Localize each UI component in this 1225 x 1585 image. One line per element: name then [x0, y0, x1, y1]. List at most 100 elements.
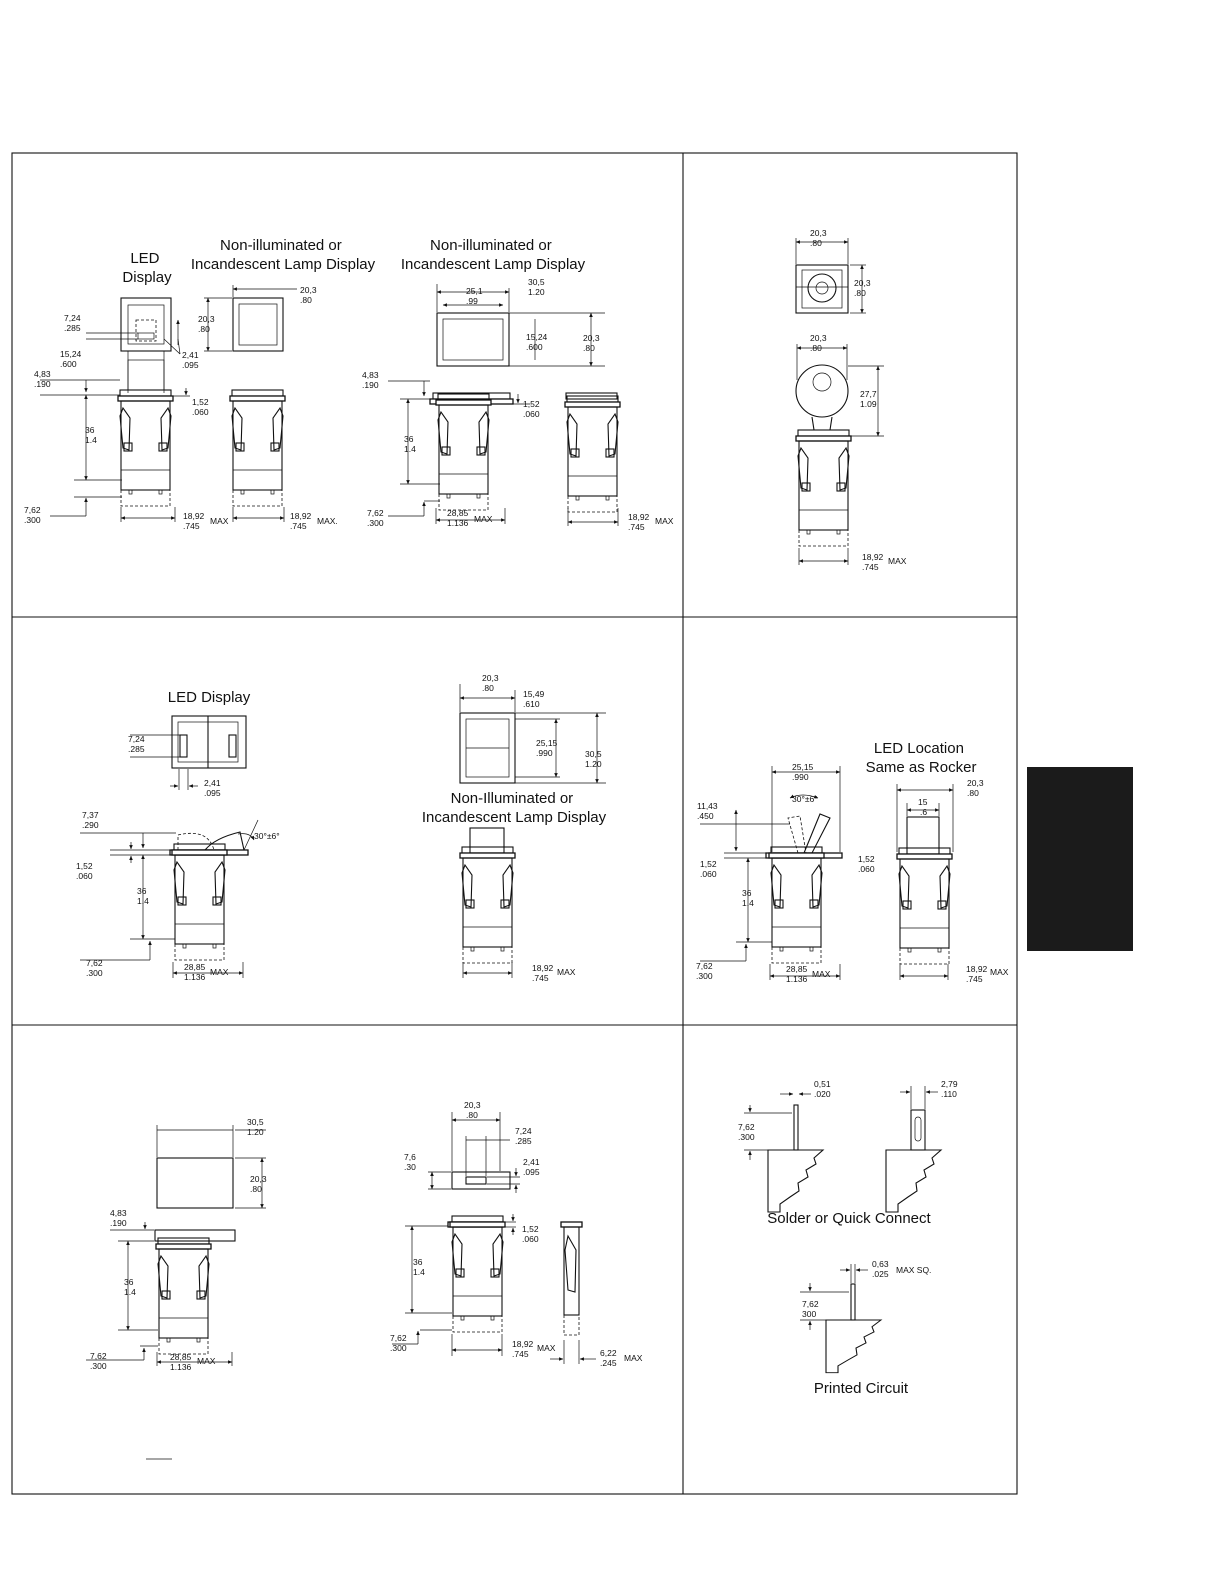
- dim-4-83-b: 4,83.190: [362, 370, 379, 390]
- panel-terminals: 0,51.020 7,62.300 2,79.110 Solder or Qui…: [738, 1079, 958, 1397]
- rocker-side-view: [80, 819, 259, 978]
- dim-15-49: 15,49.610: [523, 689, 545, 709]
- led-display-top-view: [86, 297, 181, 393]
- heading-printed-circuit: Printed Circuit: [814, 1380, 909, 1397]
- heading-led-display-2: LED Display: [168, 689, 251, 706]
- dim-1-52-b: 1,52.060: [523, 399, 540, 419]
- dim-15-24: 15,24.600: [60, 349, 82, 369]
- dim-2-41: 2,41.095: [182, 350, 199, 370]
- dim-snap-7-24: 7,24.285: [515, 1126, 532, 1146]
- bezel-cap-view: [156, 1125, 266, 1209]
- dim-25-1: 25,1.99: [466, 286, 483, 306]
- dim-20-3-side: 20,3.80: [854, 278, 871, 298]
- dim-7-37: 7,37.290: [82, 810, 99, 830]
- dim-18-92-a: 18,92.745 MAX: [183, 511, 229, 531]
- dim-rocker-angle: 30°±6°: [254, 831, 280, 841]
- heading-led-display: LED Display: [122, 250, 172, 286]
- heading-led-location: LED Location Same as Rocker: [866, 740, 977, 776]
- dim-rocker-20-3: 20,3.80: [482, 673, 499, 693]
- heading-solder-quick-connect: Solder or Quick Connect: [767, 1210, 931, 1227]
- dim-term-2-79: 2,79.110: [941, 1079, 958, 1099]
- dim-snap-1-52: 1,52.060: [522, 1224, 539, 1244]
- snap-edge-view: [550, 1221, 596, 1364]
- paddle-side-view: [700, 766, 843, 980]
- dim-bezel-20-3: 20,3.80: [250, 1174, 267, 1194]
- dim-rocker-7-62: 7,62.300: [86, 958, 103, 978]
- dim-paddle-7-62: 7,62.300: [696, 961, 713, 981]
- dim-18-92-b: 18,92.745 MAX.: [290, 511, 338, 531]
- dim-20-3-o: 20,3.80: [583, 333, 600, 353]
- dim-7-62-b: 7,62.300: [367, 508, 384, 528]
- dim-paddle-15: 15.6: [918, 797, 928, 817]
- snap-led-top-view: [428, 1112, 520, 1193]
- rocker-nonillum-side-view: [459, 827, 516, 978]
- square-display-top-view: [204, 285, 297, 352]
- quick-connect-terminal: [885, 1086, 942, 1213]
- section-tab: [1027, 767, 1133, 951]
- dim-term-0-63: 0,63.025 MAX SQ.: [872, 1259, 931, 1279]
- dim-snap-18-92: 18,92.745 MAX: [512, 1339, 556, 1359]
- dim-rocker-2-41: 2,41.095: [204, 778, 221, 798]
- dim-term-7-62: 7,62.300: [738, 1122, 755, 1142]
- panel-rocker-displays: LED Display 7,24.285 2,41.095: [76, 673, 607, 983]
- dim-rocker-18-92: 18,92.745 MAX: [532, 963, 576, 983]
- heading-nonillum-2: Non-illuminated or Incandescent Lamp Dis…: [401, 237, 586, 273]
- dim-snap-20-3: 20,3.80: [464, 1100, 481, 1120]
- rectangle-display-top-view: [436, 284, 605, 367]
- heading-nonillum-1: Non-illuminated or Incandescent Lamp Dis…: [191, 237, 376, 273]
- dim-18-92-key: 18,92.745 MAX: [862, 552, 907, 572]
- dim-bezel-4-83: 4,83.190: [110, 1208, 127, 1228]
- dim-paddle-25-15: 25,15.990: [792, 762, 814, 782]
- heading-nonillum-3: Non-Illuminated or Incandescent Lamp Dis…: [422, 790, 607, 826]
- switch-side-view-1: [40, 359, 190, 522]
- dim-bezel-7-62: 7,62.300: [90, 1351, 107, 1371]
- dim-rocker-7-24: 7,24.285: [128, 734, 145, 754]
- dim-term-0-51: 0,51.020: [814, 1079, 831, 1099]
- solder-terminal: [744, 1092, 824, 1213]
- dim-4-83: 4,83.190: [34, 369, 51, 389]
- dim-paddle-18-92: 18,92.745 MAX: [966, 964, 1009, 984]
- rocker-nonillum-top-view: [459, 684, 606, 784]
- dim-7-24: 7,24.285: [64, 313, 81, 333]
- switch-side-view-2: [229, 389, 286, 522]
- dim-snap-7-6: 7,6.30: [404, 1152, 416, 1172]
- dim-paddle-20-3: 20,3.80: [967, 778, 984, 798]
- dim-11-43: 11,43.450: [697, 801, 718, 821]
- paddle-front-view: [896, 784, 954, 980]
- dim-1-52: 1,52.060: [192, 397, 209, 417]
- dim-snap-7-62: 7,62.300: [390, 1333, 407, 1353]
- dim-paddle-1-52: 1,52.060: [700, 859, 717, 879]
- dim-20-3-top: 20,3.80: [810, 228, 827, 248]
- dim-7-62: 7,62.300: [24, 505, 41, 525]
- dim-18-92-c: 18,92.745 MAX: [628, 512, 674, 532]
- printed-circuit-terminal: [800, 1264, 882, 1374]
- dim-20-3-a: 20,3.80: [300, 285, 317, 305]
- switch-side-view-3: [388, 380, 530, 524]
- dim-snap-6-22: 6,22.245 MAX: [600, 1348, 643, 1368]
- dim-25-15: 25,15.990: [536, 738, 558, 758]
- dim-15-24-b: 15,24.600: [526, 332, 548, 352]
- switch-side-view-4: [564, 392, 621, 526]
- dim-20-3-key: 20,3.80: [810, 333, 827, 353]
- dim-paddle-1-52-b: 1,52.060: [858, 854, 875, 874]
- panel-pushbutton-displays: LED Display Non-illuminated or Incandesc…: [24, 237, 674, 532]
- snap-side-view: [392, 1214, 516, 1356]
- rocker-led-top-view: [130, 715, 247, 790]
- drawing-frame: [11, 152, 1018, 1495]
- dim-20-3-c: 20,3.80: [198, 314, 215, 334]
- dim-paddle-angle: 30°±6°: [792, 794, 818, 804]
